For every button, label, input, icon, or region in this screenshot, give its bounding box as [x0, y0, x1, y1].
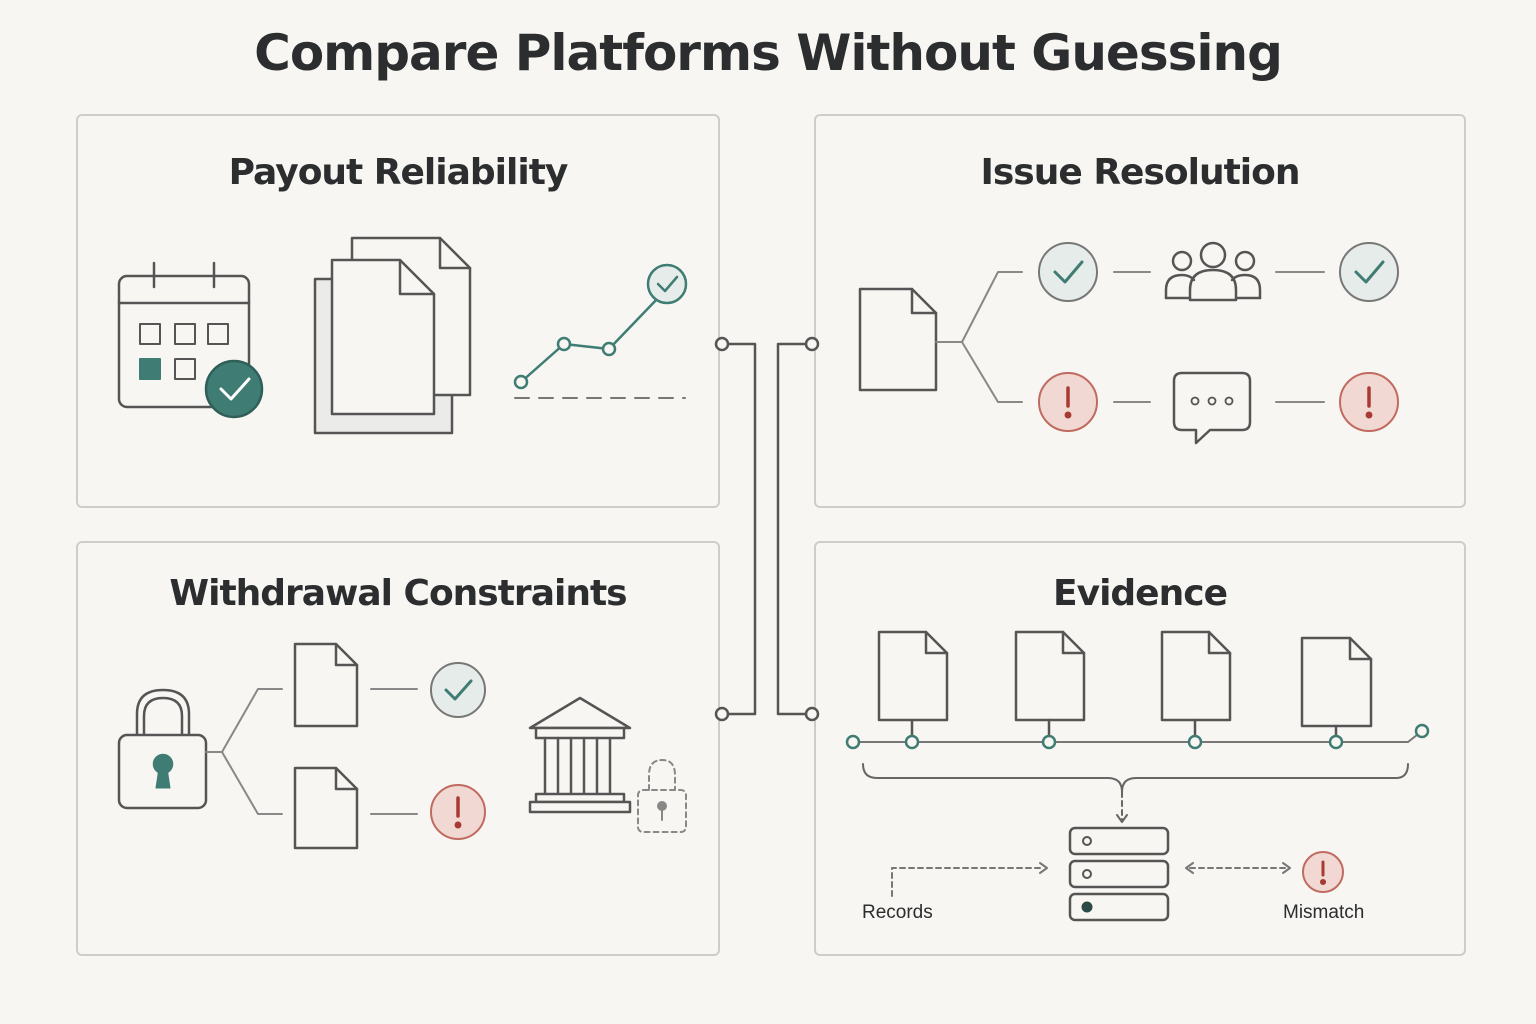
withdrawal-constraints-title: Withdrawal Constraints [169, 573, 627, 614]
bank-building-icon [528, 696, 632, 814]
warning-circle-icon [1302, 851, 1344, 893]
document-icon [877, 630, 949, 738]
document-icon [293, 766, 359, 850]
trend-line-check-icon [513, 263, 688, 399]
people-group-icon [1164, 241, 1262, 302]
document-stack-icon [313, 236, 472, 435]
page-title: Compare Platforms Without Guessing [254, 24, 1283, 82]
database-server-icon [1068, 826, 1170, 922]
records-label: Records [862, 902, 933, 923]
calendar-check-icon [117, 261, 264, 419]
document-icon [1300, 636, 1373, 738]
document-icon [858, 287, 938, 392]
mismatch-label: Mismatch [1283, 902, 1365, 923]
warning-circle-icon [1038, 372, 1098, 432]
records-arrow [891, 862, 1048, 897]
dashed-lock-icon [637, 759, 687, 833]
warning-circle-icon [430, 784, 486, 840]
branch-lines [935, 271, 1325, 403]
document-icon [1160, 630, 1232, 738]
evidence-timeline [845, 723, 1430, 750]
warning-circle-icon [1339, 372, 1399, 432]
evidence-title: Evidence [1053, 573, 1228, 614]
grouping-brace [862, 763, 1409, 823]
chat-bubble-icon [1172, 371, 1252, 445]
check-circle-icon [430, 662, 486, 718]
payout-reliability-title: Payout Reliability [228, 152, 569, 193]
check-circle-icon [1339, 242, 1399, 302]
check-circle-icon [1038, 242, 1098, 302]
panel-connector [714, 336, 820, 722]
issue-resolution-panel: Issue Resolution [814, 114, 1466, 508]
document-icon [1014, 630, 1086, 738]
mismatch-arrow [1185, 862, 1291, 874]
issue-resolution-title: Issue Resolution [980, 152, 1300, 193]
padlock-icon [117, 688, 208, 810]
document-icon [293, 642, 359, 728]
branch-lines [205, 688, 418, 815]
